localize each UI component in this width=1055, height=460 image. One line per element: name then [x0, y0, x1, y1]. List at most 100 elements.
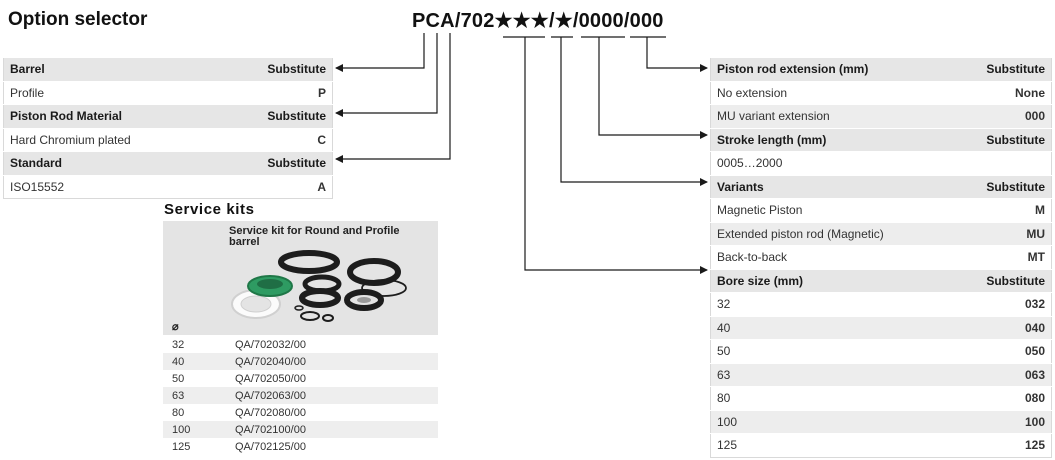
substitute-header: Substitute [954, 174, 1052, 199]
option-code: 063 [954, 362, 1052, 387]
option-group-label: Piston rod extension (mm) [710, 57, 955, 81]
service-kits-title: Service kits [164, 201, 255, 218]
substitute-header: Substitute [217, 57, 333, 81]
option-label: 32 [710, 292, 955, 316]
part-number: QA/702100/00 [226, 421, 438, 438]
substitute-header: Substitute [954, 127, 1052, 152]
option-code: 050 [954, 339, 1052, 363]
bore-size: 32 [163, 336, 226, 353]
option-label: Extended piston rod (Magnetic) [710, 221, 955, 246]
substitute-header: Substitute [217, 104, 333, 128]
option-group-label: Bore size (mm) [710, 268, 955, 293]
option-code: MT [954, 245, 1052, 269]
option-label: MU variant extension [710, 104, 955, 128]
part-number: QA/702080/00 [226, 404, 438, 421]
diameter-symbol: ⌀ [172, 321, 179, 333]
bore-size: 63 [163, 387, 226, 404]
option-label: Profile [3, 80, 218, 105]
substitute-header: Substitute [954, 268, 1052, 293]
option-group-label: Variants [710, 174, 955, 199]
option-code: MU [954, 221, 1052, 246]
option-group-header: Bore size (mm)Substitute [710, 268, 1052, 293]
option-code: 080 [954, 386, 1052, 410]
arrow-standard [335, 33, 451, 163]
bore-size: 100 [163, 421, 226, 438]
arrow-barrel [335, 33, 425, 72]
option-label: 50 [710, 339, 955, 363]
part-number: QA/702032/00 [226, 336, 438, 353]
option-label: 63 [710, 362, 955, 387]
option-group-label: Barrel [3, 57, 218, 81]
arrow-bore [524, 37, 708, 274]
option-code: 100 [954, 409, 1052, 434]
option-code: 040 [954, 315, 1052, 340]
bore-size: 125 [163, 438, 226, 455]
part-number: QA/702063/00 [226, 387, 438, 404]
option-label: 40 [710, 315, 955, 340]
page-title: Option selector [8, 9, 148, 30]
option-code: 125 [954, 433, 1052, 457]
option-row: 0005…2000 [710, 151, 1052, 175]
seal-kit-image [231, 250, 407, 322]
option-label: Back-to-back [710, 245, 955, 269]
option-code: P [217, 80, 333, 105]
option-label: No extension [710, 80, 955, 105]
option-code: M [954, 198, 1052, 222]
option-label: ISO15552 [3, 174, 218, 199]
option-label: 125 [710, 433, 955, 457]
option-label: Hard Chromium plated [3, 127, 218, 152]
part-number: QA/702125/00 [226, 438, 438, 455]
option-label: 80 [710, 386, 955, 410]
option-code: 032 [954, 292, 1052, 316]
option-code: 000 [954, 104, 1052, 128]
arrow-rod-material [335, 33, 438, 117]
option-group-header: Piston rod extension (mm)Substitute [710, 57, 1052, 81]
bore-size: 80 [163, 404, 226, 421]
option-row: Extended piston rod (Magnetic)MU [710, 221, 1052, 246]
bore-size: 40 [163, 353, 226, 370]
option-label: 0005…2000 [710, 151, 955, 175]
part-number: QA/702040/00 [226, 353, 438, 370]
arrow-variants [560, 37, 708, 186]
option-group-label: Piston Rod Material [3, 104, 218, 128]
bore-size: 50 [163, 370, 226, 387]
option-code: C [217, 127, 333, 152]
substitute-header: Substitute [217, 151, 333, 175]
option-code [954, 151, 1052, 175]
part-number: QA/702050/00 [226, 370, 438, 387]
arrow-rod-extension [646, 37, 708, 72]
option-label: 100 [710, 409, 955, 434]
option-group-label: Standard [3, 151, 218, 175]
option-group-header: Stroke length (mm)Substitute [710, 127, 1052, 152]
option-label: Magnetic Piston [710, 198, 955, 222]
option-code: A [217, 174, 333, 199]
